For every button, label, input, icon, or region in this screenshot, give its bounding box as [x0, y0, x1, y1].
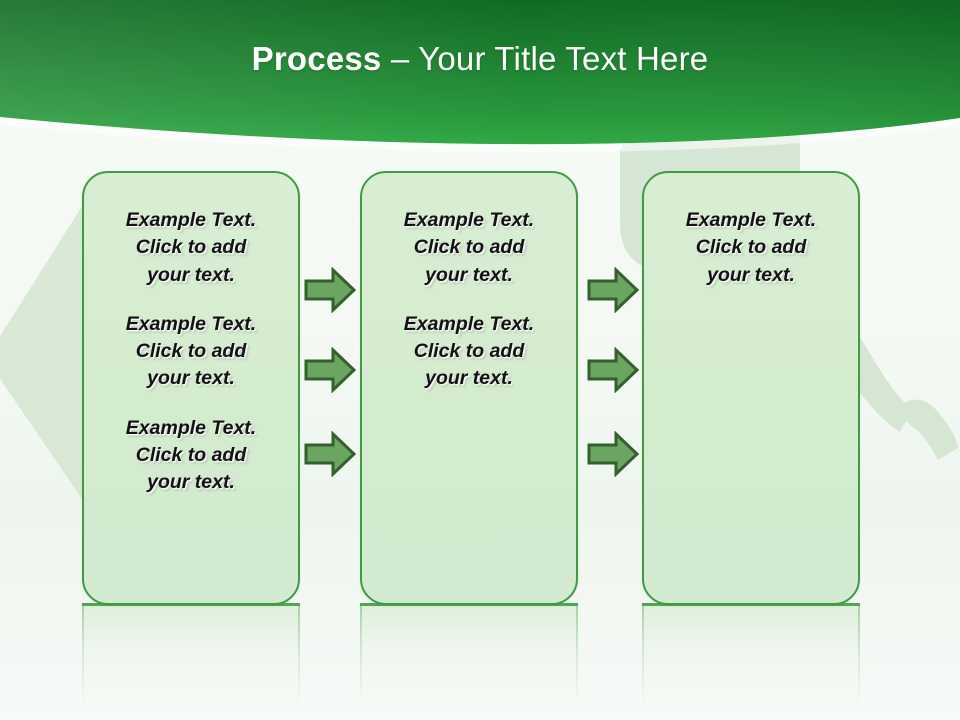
- page-title-rest: – Your Title Text Here: [381, 40, 709, 77]
- header-band: [0, 0, 960, 153]
- arrow-right-1c[interactable]: [303, 431, 357, 477]
- process-box-2[interactable]: Example Text. Click to add your text. Ex…: [360, 171, 578, 605]
- page-title-bold: Process: [251, 40, 382, 77]
- process-box-2-paragraph-2[interactable]: Example Text. Click to add your text.: [403, 312, 535, 390]
- arrow-right-2b[interactable]: [586, 347, 640, 393]
- arrow-right-2c[interactable]: [586, 431, 640, 477]
- page-title: Process – Your Title Text Here: [0, 0, 960, 118]
- arrow-right-1b[interactable]: [303, 347, 357, 393]
- arrow-right-1a[interactable]: [303, 267, 357, 313]
- process-box-2-paragraph-1[interactable]: Example Text. Click to add your text.: [403, 209, 535, 286]
- arrow-right-2a[interactable]: [586, 267, 640, 313]
